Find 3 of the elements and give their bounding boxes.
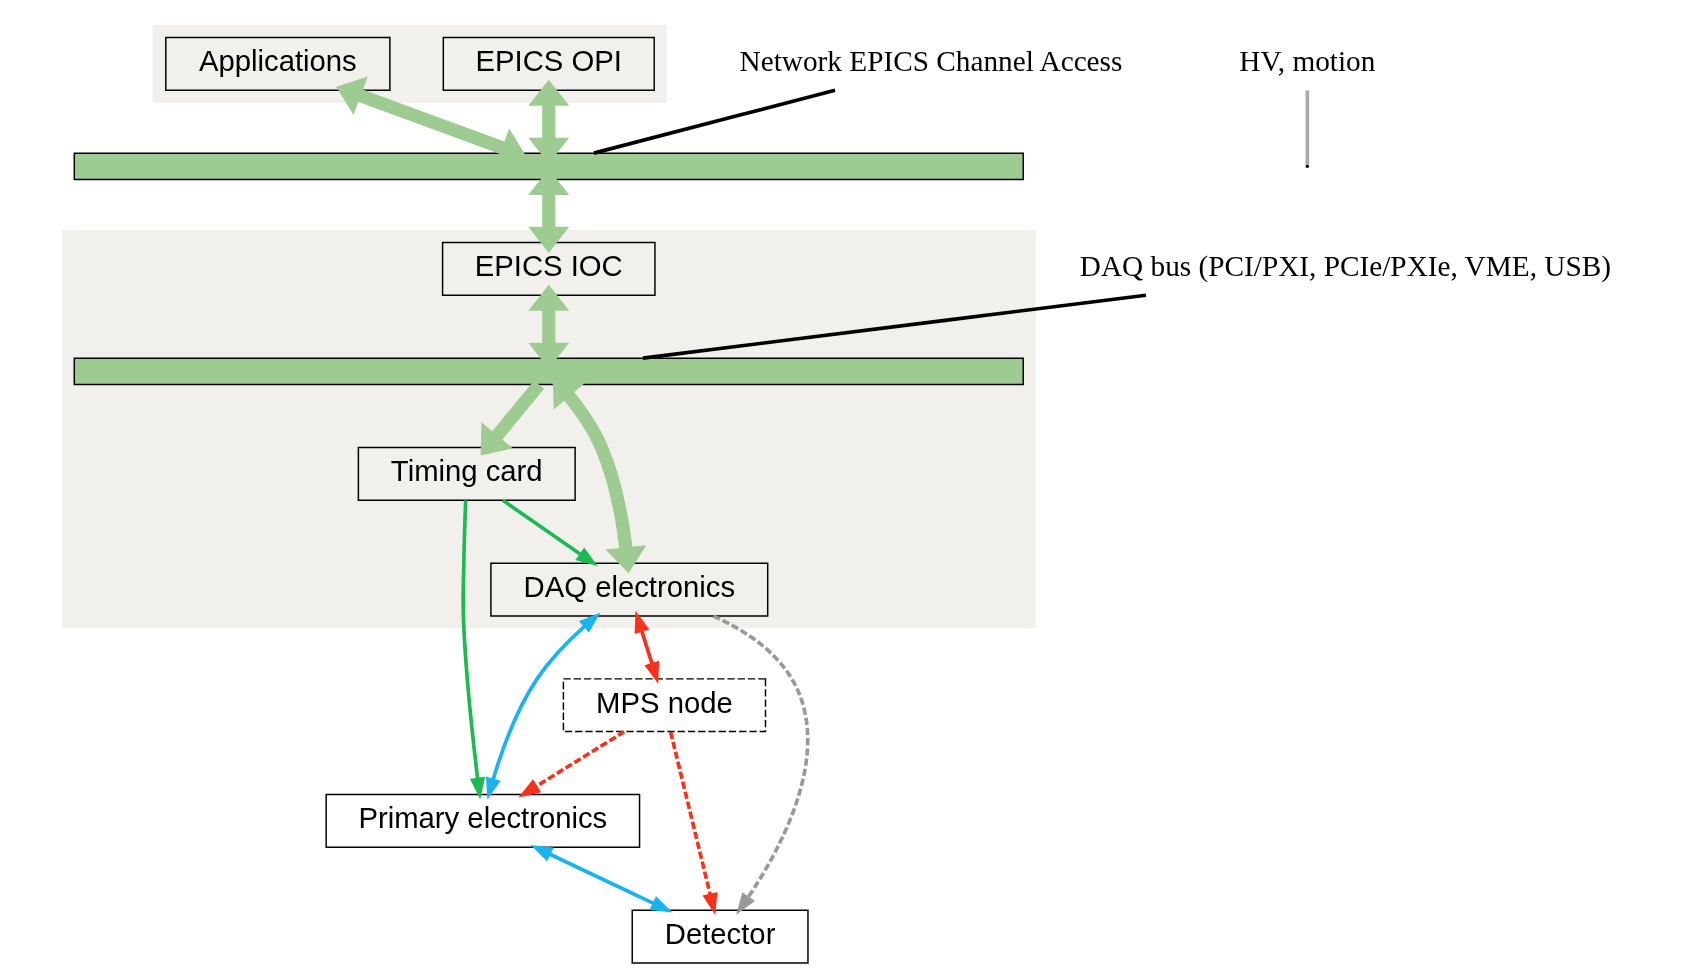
node-text: DAQ bus (PCI/PXI, PCIe/PXIe, VME, USB) [1079, 250, 1611, 283]
node-text: Network EPICS Channel Access [739, 45, 1122, 78]
node-text: HV, motion [1238, 45, 1375, 78]
